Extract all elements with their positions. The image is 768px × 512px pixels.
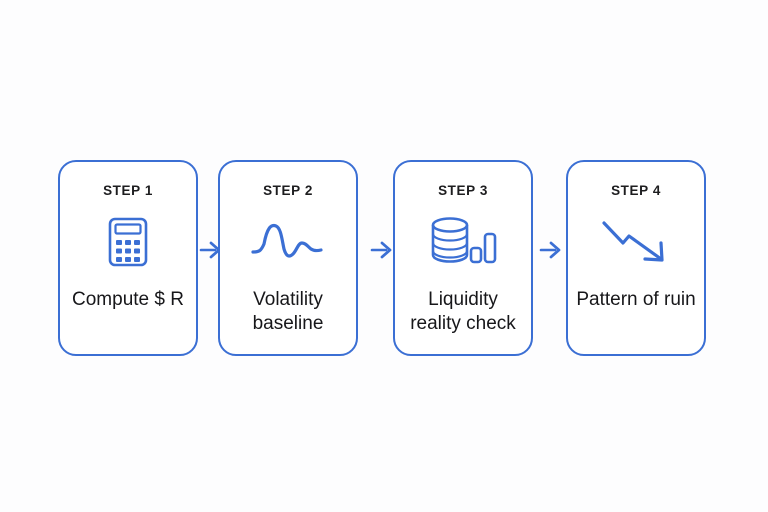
step-text-1: Compute $ R — [72, 288, 184, 310]
step-text-4: Pattern of ruin — [576, 288, 696, 310]
arrow-step3-to-step4 — [539, 238, 565, 262]
step-label-4: STEP 4 — [611, 183, 661, 198]
step-card-3[interactable]: STEP 3 Liquidity reality check — [393, 160, 533, 356]
step-text-3: Liquidity reality check — [410, 288, 516, 334]
declining-trend-arrow-icon — [599, 212, 673, 272]
arrow-step2-to-step3 — [370, 238, 396, 262]
step-text-2: Volatility baseline — [252, 288, 324, 334]
step-label-2: STEP 2 — [263, 183, 313, 198]
calculator-icon — [106, 212, 150, 272]
volatility-wave-icon — [249, 212, 327, 272]
step-label-3: STEP 3 — [438, 183, 488, 198]
database-bar-chart-icon — [427, 212, 499, 272]
step-label-1: STEP 1 — [103, 183, 153, 198]
step-card-4[interactable]: STEP 4 Pattern of ruin — [566, 160, 706, 356]
step-card-1[interactable]: STEP 1 Compute $ R — [58, 160, 198, 356]
step-card-2[interactable]: STEP 2 Volatility baseline — [218, 160, 358, 356]
